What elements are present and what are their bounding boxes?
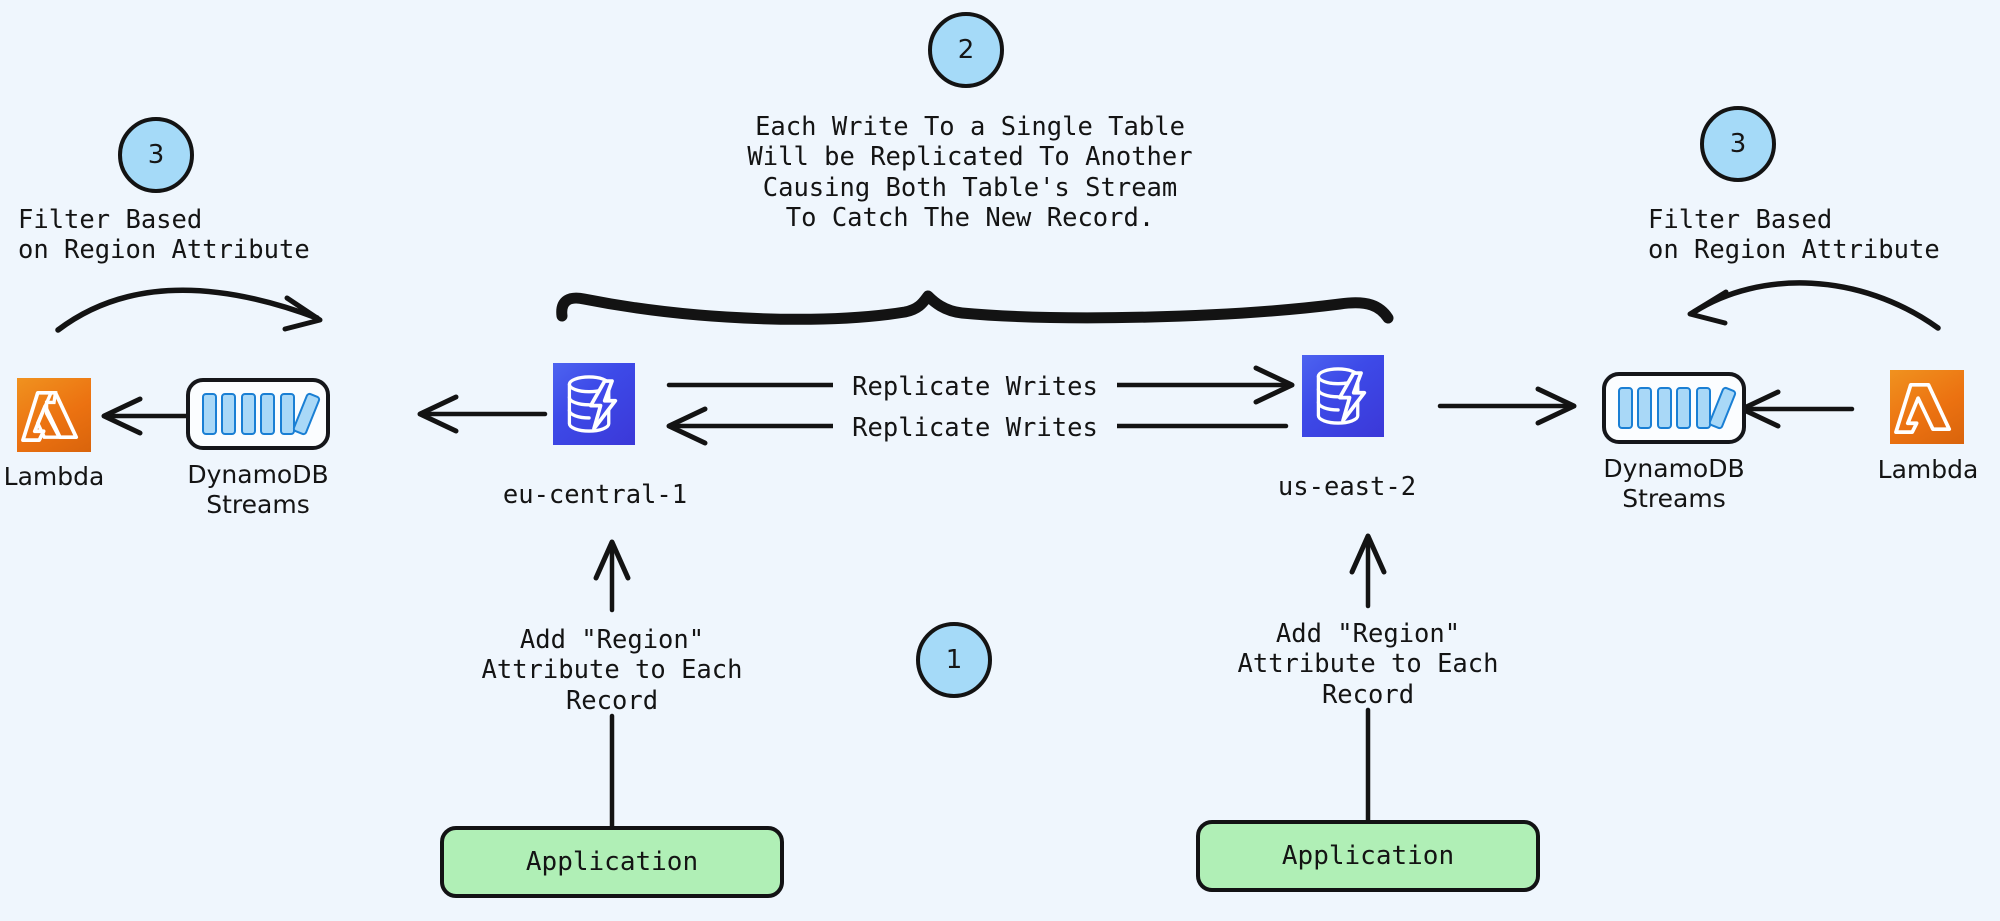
- dynamodb-streams-left-label: DynamoDB Streams: [187, 460, 329, 519]
- step2-note-text: Each Write To a Single Table Will be Rep…: [747, 112, 1193, 234]
- stream-bar: [240, 393, 256, 435]
- arrow-filter-right-arc: [1687, 280, 1941, 331]
- lambda-icon: [17, 378, 91, 452]
- add-region-note-right-text: Add "Region" Attribute to Each Record: [1237, 619, 1499, 710]
- region-right-label: us-east-2: [1277, 472, 1417, 502]
- application-box-right[interactable]: Application: [1196, 820, 1540, 892]
- application-box-left[interactable]: Application: [440, 826, 784, 898]
- stream-bar: [201, 393, 217, 435]
- application-right-label: Application: [1281, 841, 1455, 871]
- stream-bar: [260, 393, 276, 435]
- stream-bar: [1656, 387, 1672, 429]
- dynamodb-streams-icon: [186, 378, 330, 450]
- step-badge-3-left-label: 3: [147, 140, 165, 170]
- add-region-note-left-text: Add "Region" Attribute to Each Record: [481, 625, 743, 716]
- lambda-left-label: Lambda: [3, 462, 105, 491]
- stream-bar: [1637, 387, 1653, 429]
- stream-bar: [1695, 387, 1711, 429]
- filter-note-right-text: Filter Based on Region Attribute: [1648, 205, 1940, 266]
- dynamodb-icon: [1302, 355, 1384, 437]
- stream-bar-tilted: [291, 391, 322, 437]
- arrow-region-right-to-streams-right: [1437, 386, 1577, 426]
- step-badge-2-label: 2: [957, 35, 975, 65]
- step-badge-3-right-label: 3: [1729, 129, 1747, 159]
- step-badge-2: 2: [928, 12, 1004, 88]
- dynamodb-streams-icon: [1602, 372, 1746, 444]
- filter-note-left-text: Filter Based on Region Attribute: [18, 205, 310, 266]
- arrow-region-left-to-streams-left: [417, 394, 548, 434]
- lambda-icon: [1890, 370, 1964, 444]
- replication-brace: [556, 290, 1394, 325]
- arrow-lambda-left-to-streams-left: [55, 287, 323, 333]
- stream-bar: [221, 393, 237, 435]
- application-left-label: Application: [525, 847, 699, 877]
- region-left-label: eu-central-1: [502, 480, 688, 510]
- step-badge-1: 1: [916, 622, 992, 698]
- dynamodb-streams-right-label: DynamoDB Streams: [1603, 454, 1745, 513]
- step-badge-3-right: 3: [1700, 106, 1776, 182]
- dynamodb-icon: [553, 363, 635, 445]
- replicate-writes-top-label: Replicate Writes: [833, 372, 1117, 403]
- step-badge-1-label: 1: [945, 645, 963, 675]
- stream-bar: [279, 393, 295, 435]
- lambda-right-label: Lambda: [1877, 455, 1979, 484]
- stream-bar: [1617, 387, 1633, 429]
- stream-bar-tilted: [1707, 385, 1738, 431]
- step-badge-3-left: 3: [118, 117, 194, 193]
- replicate-writes-bottom-label: Replicate Writes: [833, 413, 1117, 444]
- arrow-lambda-right-to-streams-right: [1739, 389, 1855, 429]
- stream-bar: [1676, 387, 1692, 429]
